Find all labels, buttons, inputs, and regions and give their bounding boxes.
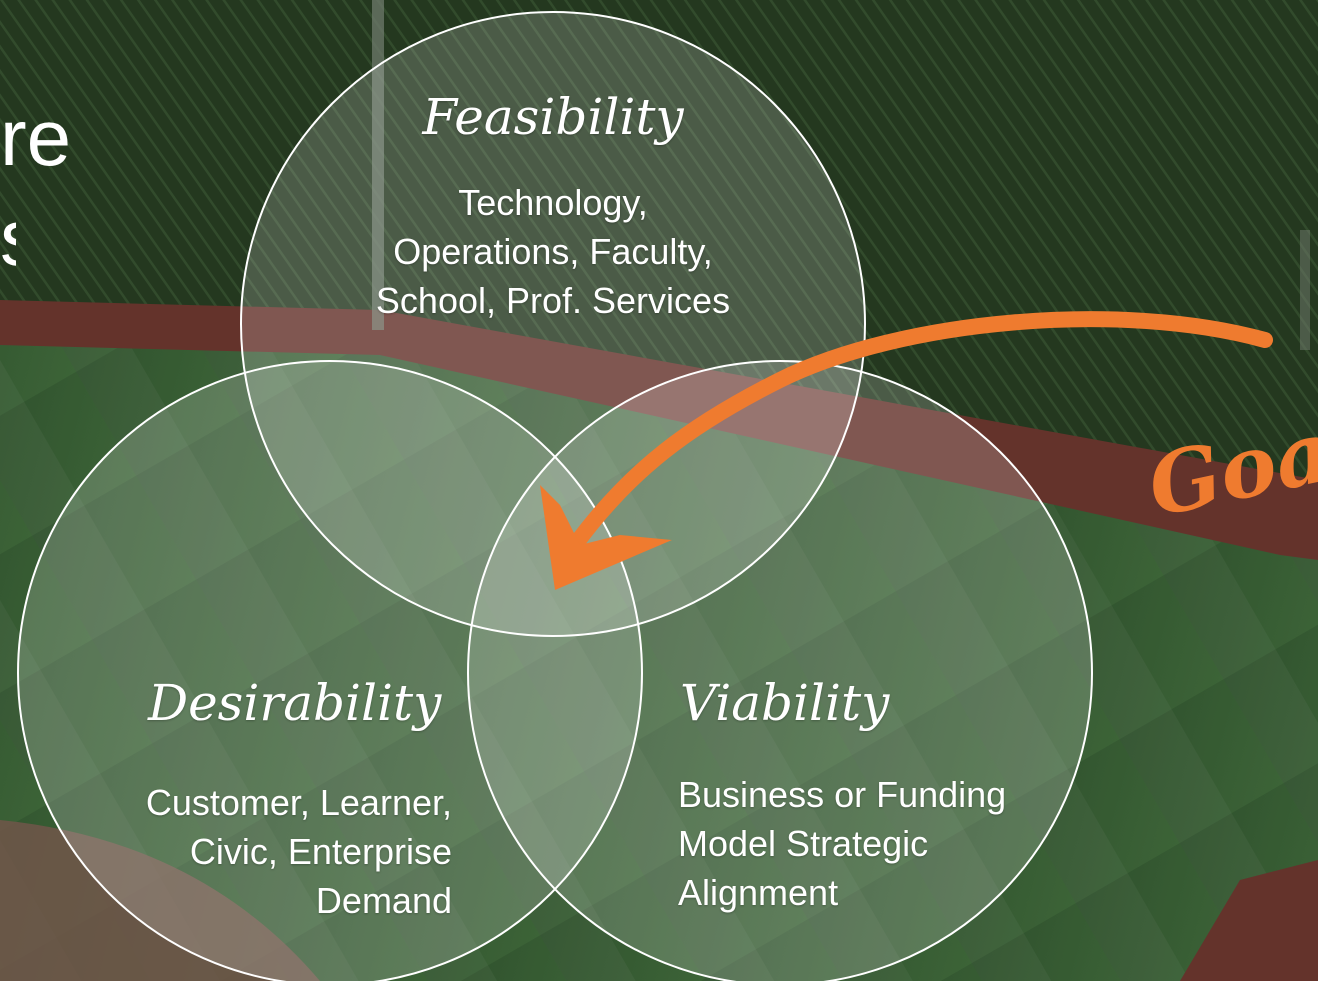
viability-line: Business or Funding [678,774,1007,815]
feasibility-circle [240,11,866,637]
viability-line: Alignment [678,872,839,913]
background-title-fragment: s [0,198,16,278]
feasibility-line: Technology, [458,182,648,223]
feasibility-line: Operations, Faculty, [393,231,713,272]
venn-circles [17,11,1093,981]
curved-arrow-icon [540,311,1273,590]
viability-line: Model Strategic [678,823,929,864]
viability-title: Viability [680,674,890,732]
desirability-line: Civic, Enterprise [189,831,452,872]
desirability-line: Demand [315,880,452,921]
background-title-fragment: re [0,93,72,182]
desirability-line: Customer, Learner, [145,782,452,823]
feasibility-description: Technology, Operations, Faculty, School,… [323,178,783,325]
desirability-circle [17,360,643,981]
feasibility-line: School, Prof. Services [375,280,731,321]
desirability-title: Desirability [148,674,442,732]
desirability-description: Customer, Learner, Civic, Enterprise Dem… [60,778,452,925]
viability-description: Business or Funding Model Strategic Alig… [678,770,1078,917]
feasibility-title: Feasibility [422,88,684,146]
viability-circle [467,360,1093,981]
